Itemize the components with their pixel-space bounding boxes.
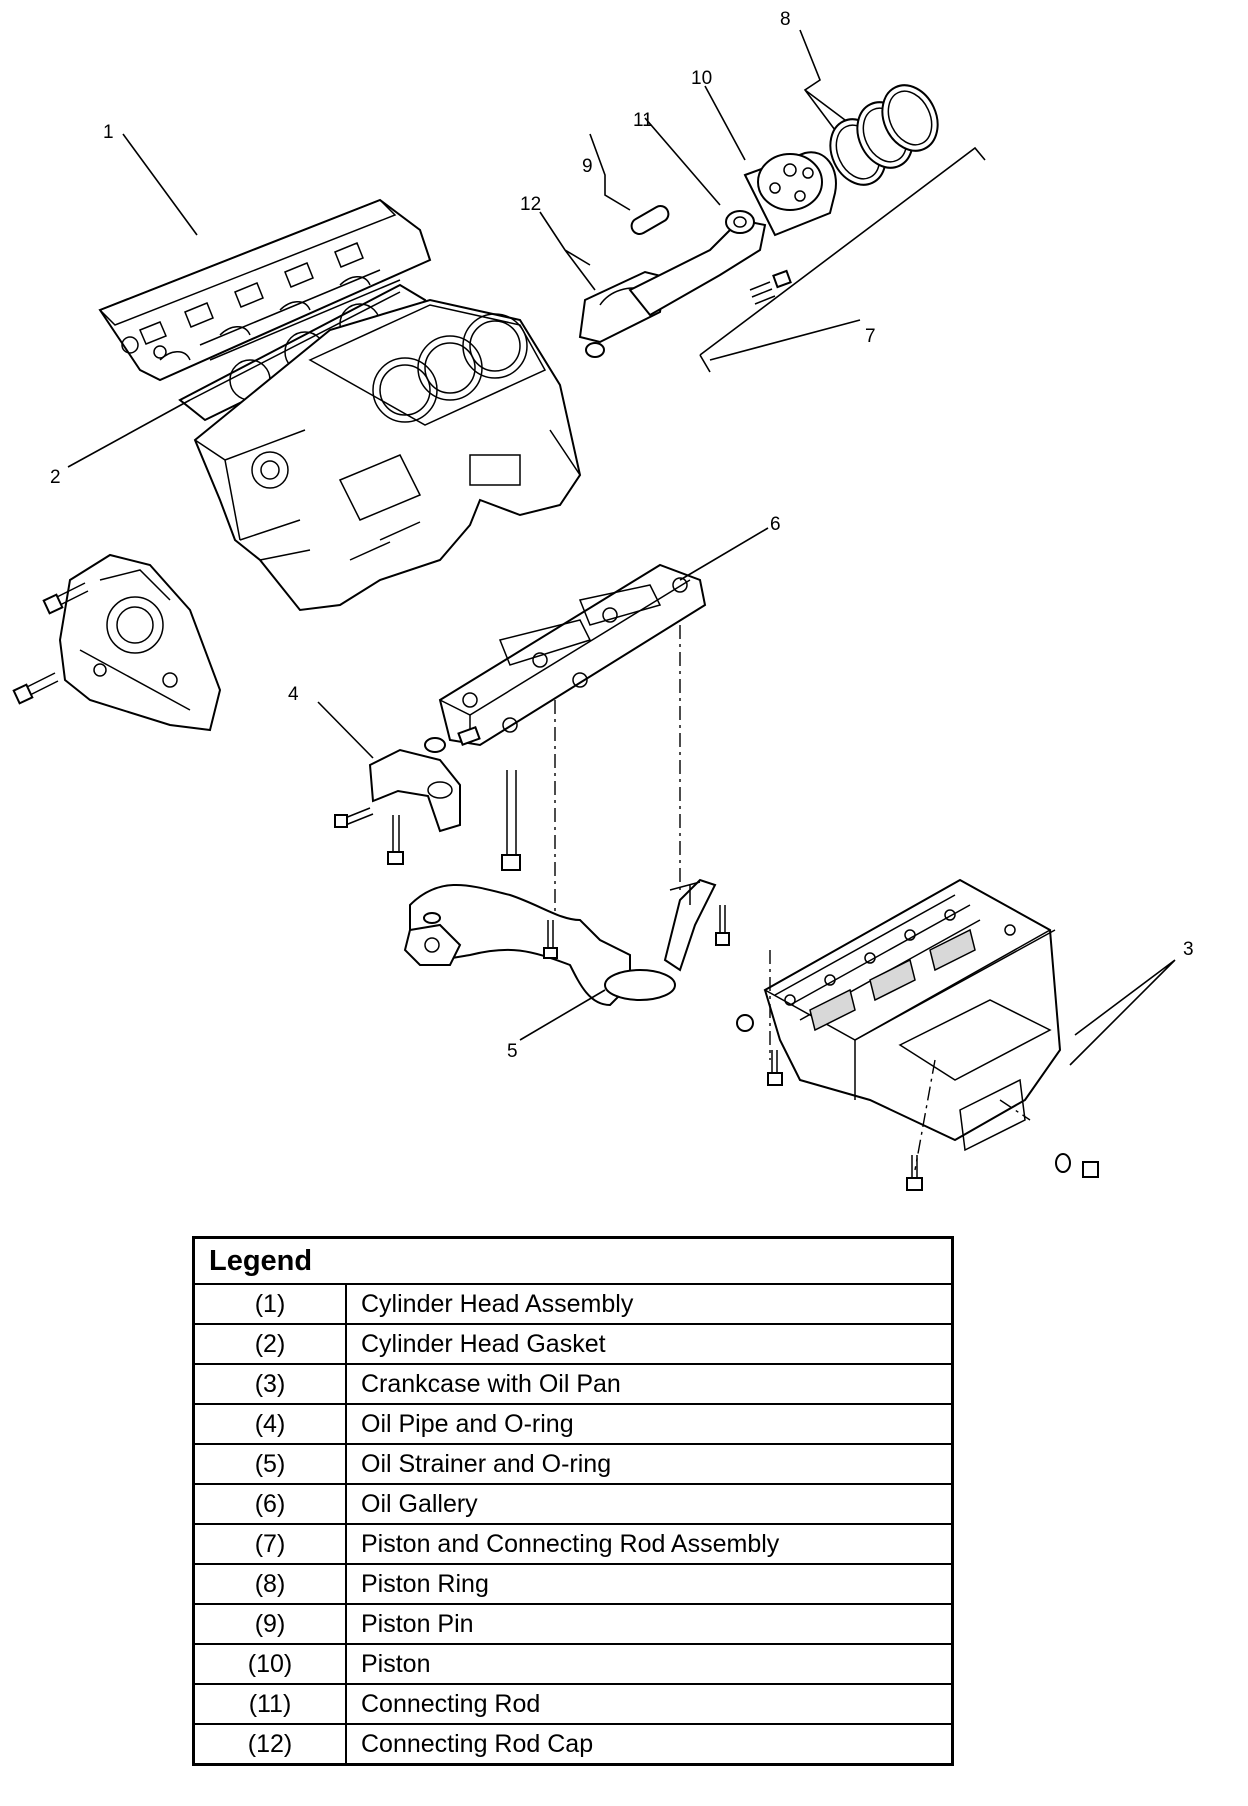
legend-number: (9) — [192, 1603, 347, 1645]
connecting-rod — [628, 210, 792, 317]
gallery-long-bolt — [501, 770, 521, 871]
front-cover — [58, 553, 222, 732]
table-row: (4)Oil Pipe and O-ring — [192, 1403, 954, 1445]
callout-4: 4 — [288, 684, 299, 705]
table-row: (3)Crankcase with Oil Pan — [192, 1363, 954, 1405]
table-row: (5)Oil Strainer and O-ring — [192, 1443, 954, 1485]
oil-gallery — [438, 563, 707, 747]
gallery-center-lines — [554, 625, 681, 930]
legend-number: (5) — [192, 1443, 347, 1485]
callout-11: 11 — [633, 110, 653, 131]
callout-3: 3 — [1183, 939, 1194, 960]
legend-description: Connecting Rod — [345, 1683, 954, 1725]
legend-number: (7) — [192, 1523, 347, 1565]
callout-6: 6 — [770, 514, 781, 535]
pan-bolts — [736, 1014, 1099, 1191]
table-row: (2)Cylinder Head Gasket — [192, 1323, 954, 1365]
legend-table: Legend (1)Cylinder Head Assembly(2)Cylin… — [192, 1236, 954, 1766]
legend-number: (8) — [192, 1563, 347, 1605]
legend-body: (1)Cylinder Head Assembly(2)Cylinder Hea… — [192, 1283, 954, 1766]
table-row: (8)Piston Ring — [192, 1563, 954, 1605]
legend-description: Piston — [345, 1643, 954, 1685]
legend-number: (2) — [192, 1323, 347, 1365]
table-row: (6)Oil Gallery — [192, 1483, 954, 1525]
legend-number: (10) — [192, 1643, 347, 1685]
legend-description: Oil Pipe and O-ring — [345, 1403, 954, 1445]
callout-12: 12 — [520, 194, 541, 215]
pan-center-lines — [769, 950, 1031, 1171]
cover-bolt-upper — [42, 582, 89, 615]
o-ring — [424, 737, 446, 753]
oil-pipe — [334, 726, 481, 865]
callout-2: 2 — [50, 467, 61, 488]
legend-description: Piston Ring — [345, 1563, 954, 1605]
callout-5: 5 — [507, 1041, 518, 1062]
exploded-engine-diagram: 1 2 3 4 5 6 7 8 10 9 11 12 — [12, 9, 1194, 1191]
legend-description: Cylinder Head Assembly — [345, 1283, 954, 1325]
legend-description: Piston and Connecting Rod Assembly — [345, 1523, 954, 1565]
cylinder-head-assembly — [98, 198, 432, 382]
crankcase-oil-pan — [763, 878, 1062, 1152]
legend-number: (1) — [192, 1283, 347, 1325]
piston-pin — [630, 205, 670, 236]
legend-description: Connecting Rod Cap — [345, 1723, 954, 1766]
engine-block — [193, 298, 582, 612]
legend-description: Cylinder Head Gasket — [345, 1323, 954, 1365]
legend-description: Piston Pin — [345, 1603, 954, 1645]
legend-number: (6) — [192, 1483, 347, 1525]
legend-title: Legend — [192, 1236, 954, 1285]
table-row: (9)Piston Pin — [192, 1603, 954, 1645]
callout-8: 8 — [780, 9, 791, 30]
leader-lines — [67, 29, 1176, 1066]
legend-number: (11) — [192, 1683, 347, 1725]
callout-7: 7 — [865, 326, 876, 347]
table-row: (11)Connecting Rod — [192, 1683, 954, 1725]
legend-description: Oil Strainer and O-ring — [345, 1443, 954, 1485]
callout-1: 1 — [103, 122, 114, 143]
legend-header-row: Legend — [192, 1236, 954, 1285]
legend-description: Oil Gallery — [345, 1483, 954, 1525]
legend-number: (4) — [192, 1403, 347, 1445]
table-row: (1)Cylinder Head Assembly — [192, 1283, 954, 1325]
callout-9b: 9 — [582, 156, 593, 177]
legend-number: (3) — [192, 1363, 347, 1405]
oil-strainer — [403, 878, 730, 1007]
table-row: (10)Piston — [192, 1643, 954, 1685]
legend-description: Crankcase with Oil Pan — [345, 1363, 954, 1405]
cover-bolt-lower — [12, 672, 59, 705]
table-row: (7)Piston and Connecting Rod Assembly — [192, 1523, 954, 1565]
legend-number: (12) — [192, 1723, 347, 1766]
piston-rings — [829, 84, 939, 186]
piston — [743, 151, 837, 237]
table-row: (12)Connecting Rod Cap — [192, 1723, 954, 1766]
callout-9: 10 — [691, 68, 712, 89]
